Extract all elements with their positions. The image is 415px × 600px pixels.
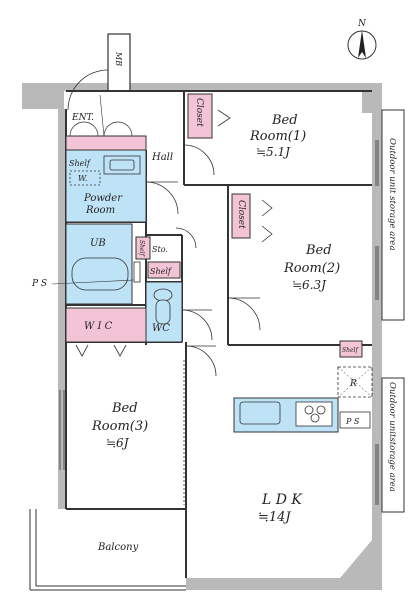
outdoor-top-label: Outdoor unit storage area bbox=[387, 138, 397, 251]
bed3-size: ≒6J bbox=[106, 436, 130, 450]
shelf-small-label: Shelf bbox=[138, 240, 145, 257]
w-label: W. bbox=[78, 174, 87, 183]
bed1-line2: Room(1) bbox=[249, 129, 306, 144]
bed3-line1: Bed bbox=[111, 401, 138, 416]
ps-right-label: P S bbox=[345, 417, 360, 426]
door-swings bbox=[75, 109, 273, 377]
shelf-bed2-label: Shelf bbox=[342, 347, 359, 354]
wic-label: W I C bbox=[84, 321, 113, 332]
powder-line2: Room bbox=[85, 205, 115, 216]
hall-label: Hall bbox=[151, 152, 173, 163]
balcony-outline bbox=[29, 509, 186, 591]
bed3-line2: Room(3) bbox=[91, 419, 148, 434]
ldk-label: L D K bbox=[261, 492, 303, 508]
shelf-pr-label: Shelf bbox=[69, 159, 92, 168]
north-arrow-icon bbox=[347, 30, 377, 60]
closet1-label: Closet bbox=[194, 98, 204, 127]
entrance-closet-doors bbox=[69, 94, 133, 137]
r-label: R bbox=[349, 379, 357, 389]
balcony-label: Balcony bbox=[97, 542, 139, 553]
bed2-line1: Bed bbox=[305, 243, 332, 258]
walls bbox=[22, 83, 382, 590]
sto-label: Sto. bbox=[152, 245, 168, 254]
ps-left-label: P S bbox=[31, 279, 47, 289]
bed2-line2: Room(2) bbox=[283, 261, 340, 276]
ent-label: ENT. bbox=[71, 113, 94, 123]
powder-line1: Powder bbox=[83, 193, 123, 204]
ldk-size: ≒14J bbox=[258, 510, 291, 525]
fixtures bbox=[69, 155, 333, 427]
bed1-line1: Bed bbox=[271, 113, 298, 128]
bed2-size: ≒6.3J bbox=[292, 278, 327, 292]
north-label: N bbox=[357, 19, 367, 29]
ub-label: UB bbox=[90, 238, 106, 249]
outdoor-storage-frames bbox=[381, 109, 405, 513]
mb-label: MB bbox=[114, 51, 123, 66]
window-lines bbox=[59, 140, 379, 505]
shelf-sto-label: Shelf bbox=[150, 267, 173, 276]
closet2-label: Closet bbox=[236, 200, 246, 229]
bed1-size: ≒5.1J bbox=[256, 145, 291, 159]
wc-label: WC bbox=[152, 323, 170, 334]
outdoor-bottom-label: Outdoor unitstorage area bbox=[387, 382, 397, 492]
